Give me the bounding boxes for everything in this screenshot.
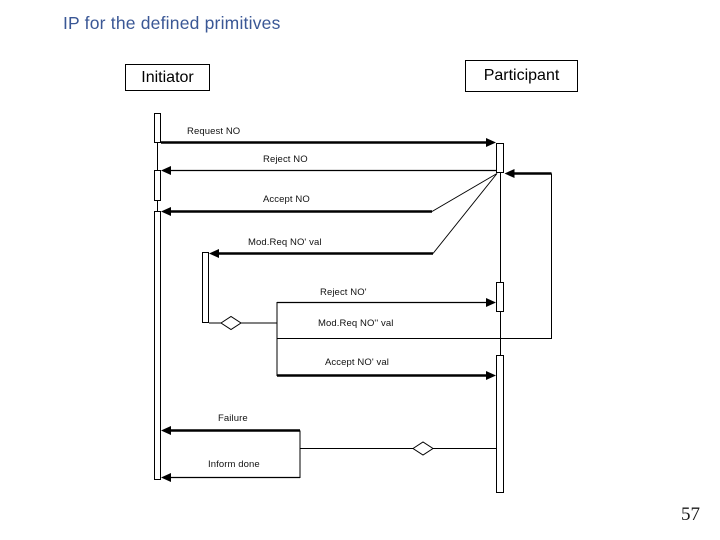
- initiator-activation-bar: [154, 113, 161, 143]
- initiator-activation-bar: [154, 170, 161, 201]
- message-label-reject-no-prime: Reject NO': [320, 287, 367, 298]
- arrowhead-left-icon: [161, 166, 171, 175]
- page-number: 57: [681, 504, 700, 525]
- modreq-no-val-diagonal: [432, 173, 498, 254]
- initiator-nested-activation-bar: [202, 252, 209, 323]
- participant-or-diamond-icon: [412, 441, 434, 456]
- message-label-accept-no: Accept NO: [263, 194, 310, 205]
- message-label-accept-no-prime-val: Accept NO' val: [325, 357, 389, 368]
- modreq-no2-val-routed-path: [277, 173, 552, 339]
- arrowhead-right-icon: [486, 298, 496, 307]
- arrowhead-left-icon: [504, 169, 515, 178]
- arrowhead-right-icon: [486, 138, 496, 147]
- initiator-lifeline-head: Initiator: [125, 64, 210, 91]
- arrowhead-left-icon: [161, 207, 171, 216]
- participant-activation-bar: [496, 282, 504, 312]
- initiator-activation-bar: [154, 211, 161, 480]
- message-label-inform-done: Inform done: [208, 459, 260, 470]
- participant-activation-bar: [496, 355, 504, 493]
- message-label-reject-no: Reject NO: [263, 154, 308, 165]
- participant-activation-bar: [496, 143, 504, 173]
- message-label-request-no: Request NO: [187, 126, 241, 137]
- arrowhead-left-icon: [161, 473, 171, 482]
- arrowhead-left-icon: [161, 426, 171, 435]
- message-label-failure: Failure: [218, 413, 248, 424]
- arrowhead-right-icon: [486, 371, 496, 380]
- participant-lifeline-head: Participant: [465, 60, 578, 92]
- initiator-or-diamond-icon: [220, 315, 242, 331]
- message-label-modreq-no-val: Mod.Req NO' val: [248, 237, 322, 248]
- initiator-label: Initiator: [141, 68, 194, 86]
- participant-label: Participant: [483, 67, 560, 84]
- arrowhead-left-icon: [209, 249, 219, 258]
- message-label-modreq-no-doubleprime-val: Mod.Req NO'' val: [318, 318, 394, 329]
- accept-no-diagonal: [431, 173, 498, 212]
- slide-title: IP for the defined primitives: [63, 13, 281, 33]
